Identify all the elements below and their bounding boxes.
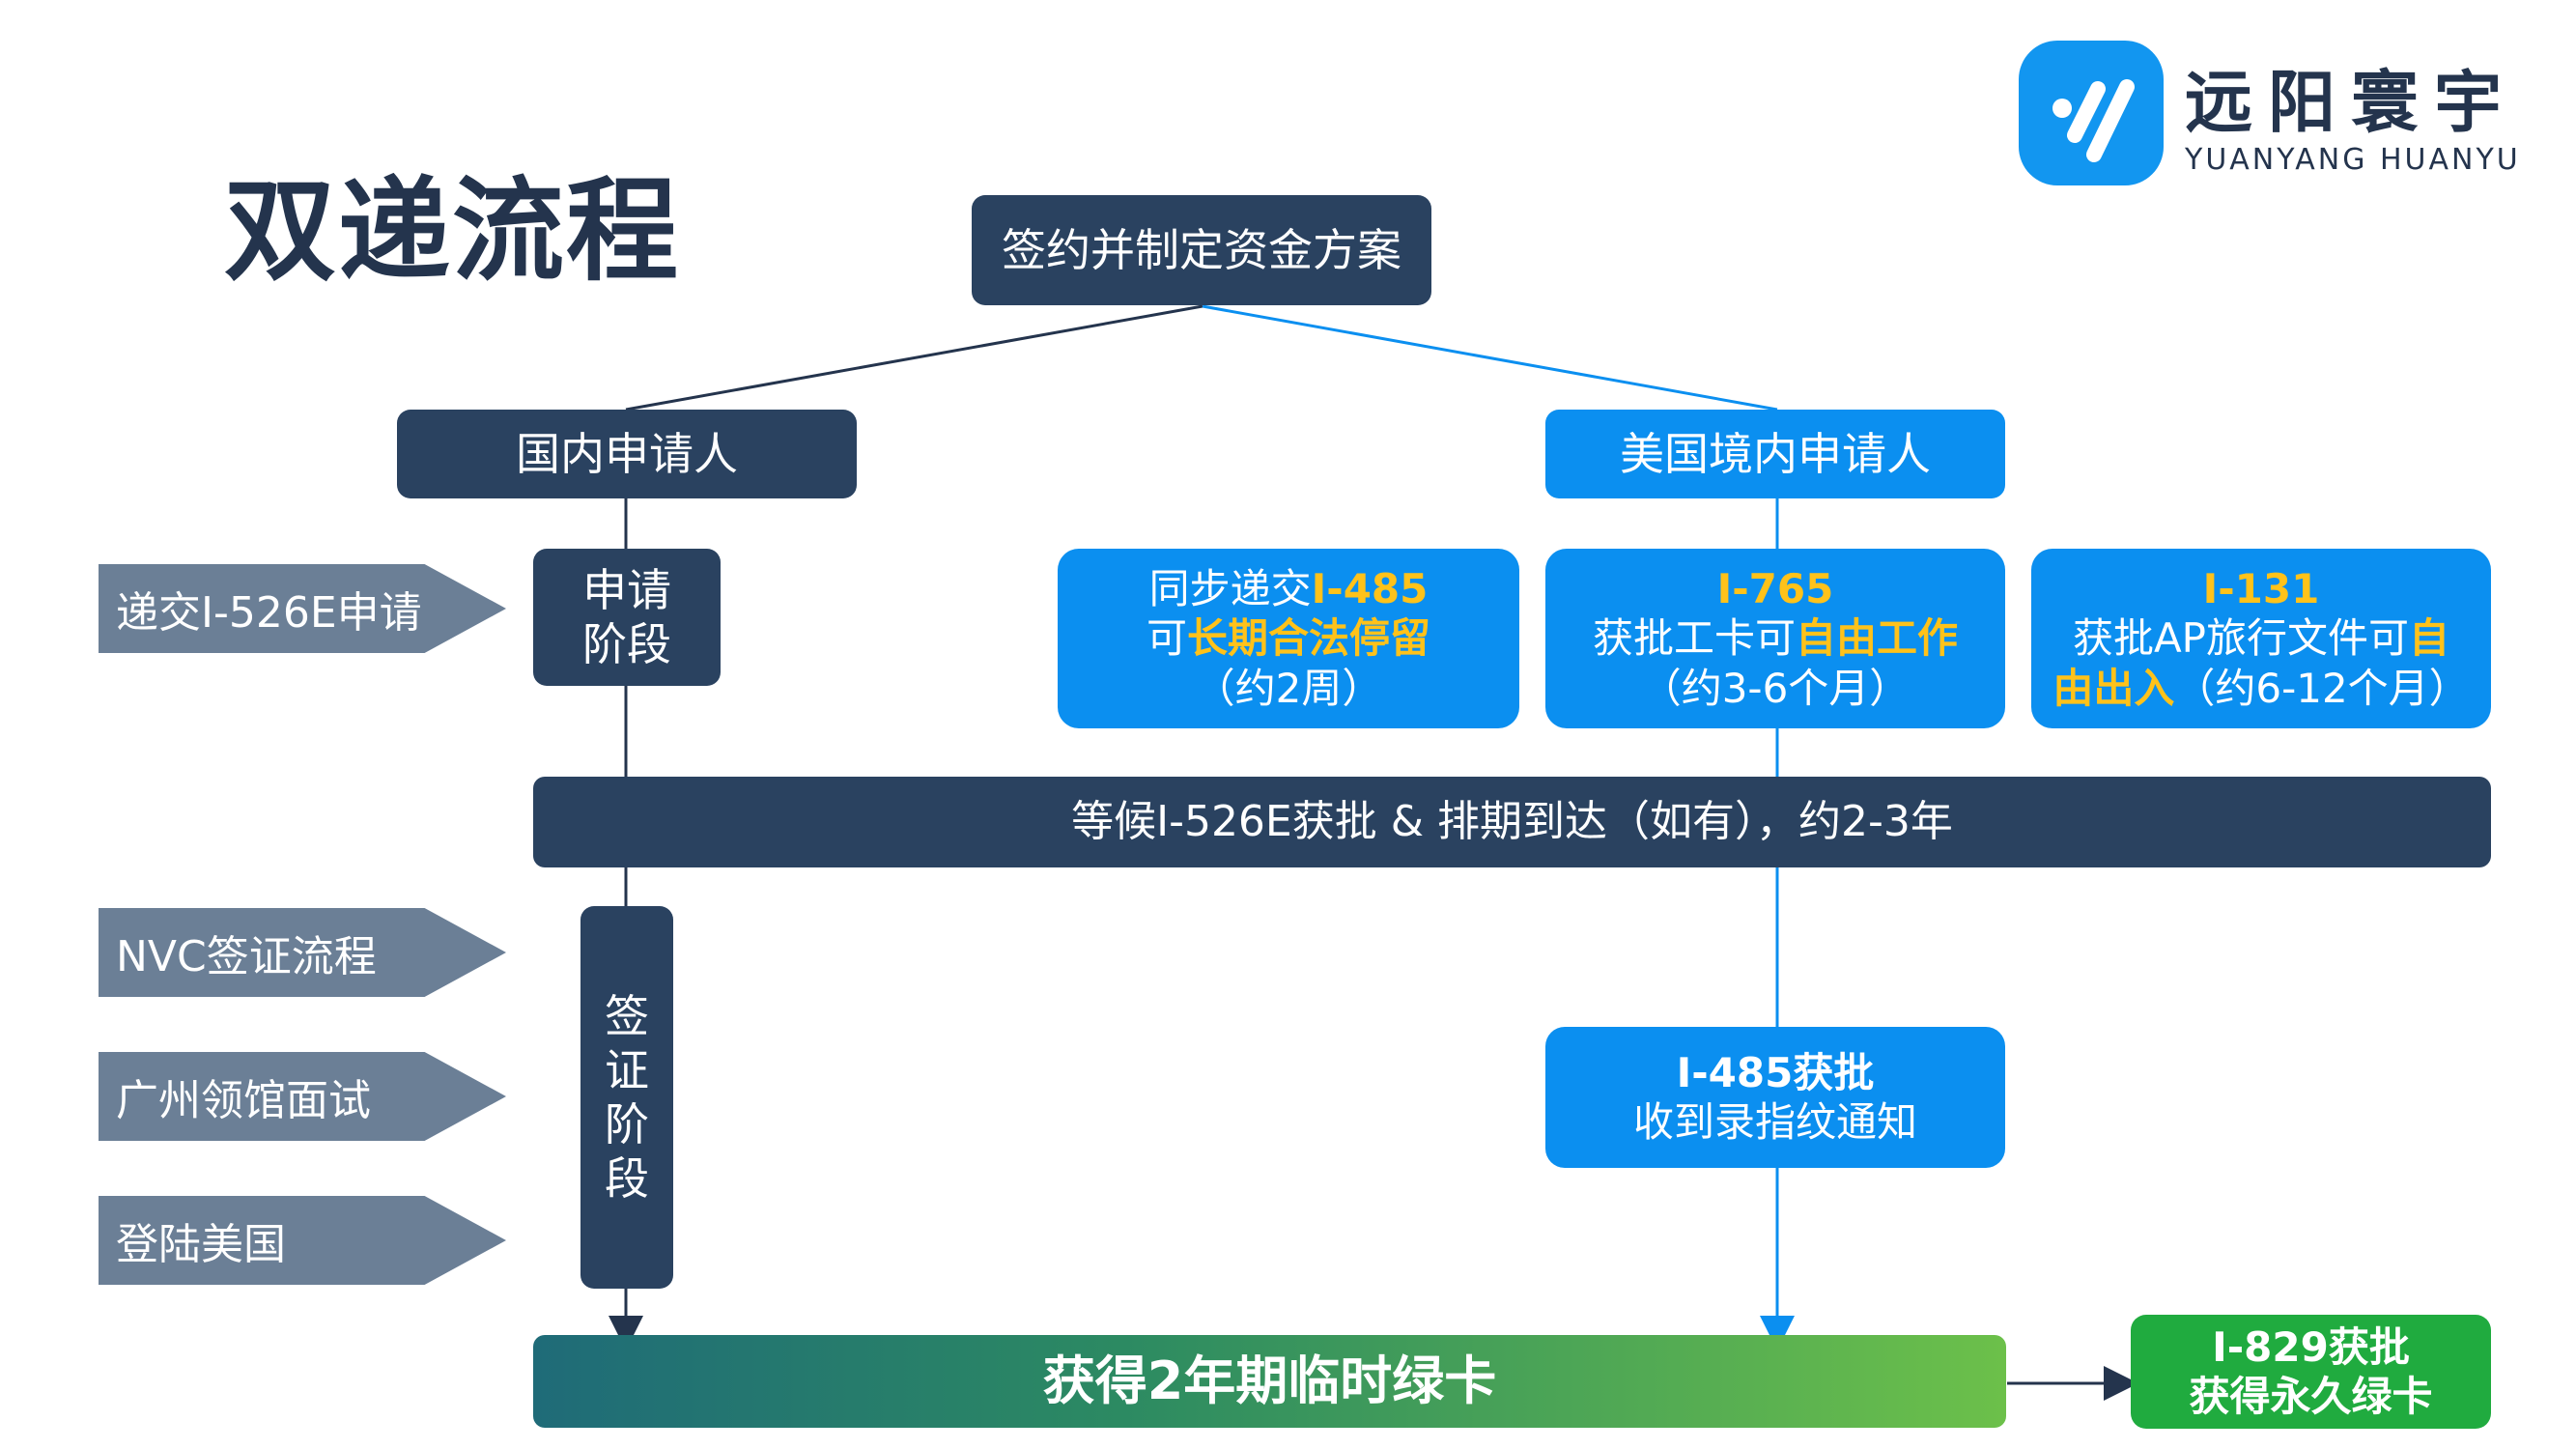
i131-code: I-131 [2202, 565, 2320, 613]
apply-stage-line1: 申请 [582, 563, 671, 616]
brand-slash-icon [2019, 41, 2164, 185]
side-label-interview: 广州领馆面试 [99, 1052, 506, 1141]
i131-duration: （约6-12个月） [2174, 664, 2470, 712]
node-i829: I-829获批 获得永久绿卡 [2131, 1315, 2491, 1429]
side-label-land-us: 登陆美国 [99, 1196, 506, 1285]
line-start-domestic [625, 304, 1203, 412]
brand-name: 远阳寰宇 [2185, 63, 2517, 142]
node-in-us-applicant: 美国境内申请人 [1545, 410, 2005, 498]
node-temp-green-card: 获得2年期临时绿卡 [533, 1335, 2006, 1428]
node-visa-stage: 签 证 阶 段 [580, 906, 673, 1289]
node-waiting-bar: 等候I-526E获批 & 排期到达（如有），约2-3年 [533, 777, 2491, 867]
i765-duration: （约3-6个月） [1640, 664, 1911, 712]
i485-code: I-485 [1311, 565, 1429, 613]
i485-approved-title: I-485获批 [1676, 1048, 1875, 1096]
node-i485-approved: I-485获批 收到录指纹通知 [1545, 1027, 2005, 1168]
line-start-inus [1202, 304, 1778, 412]
node-start: 签约并制定资金方案 [972, 195, 1431, 305]
node-domestic-applicant: 国内申请人 [397, 410, 857, 498]
i829-title: I-829获批 [2212, 1322, 2410, 1371]
node-apply-stage: 申请 阶段 [533, 549, 721, 686]
node-i485-filing: 同步递交I-485 可长期合法停留 （约2周） [1058, 549, 1519, 728]
i485-approved-sub: 收到录指纹通知 [1632, 1098, 1917, 1146]
i485-duration: （约2周） [1194, 664, 1383, 712]
apply-stage-line2: 阶段 [582, 618, 671, 670]
i829-sub: 获得永久绿卡 [2189, 1373, 2433, 1420]
page-title: 双递流程 [224, 166, 680, 297]
node-i131: I-131 获批AP旅行文件可自 由出入（约6-12个月） [2031, 549, 2491, 728]
brand-subtitle: YUANYANG HUANYU [2185, 143, 2521, 177]
side-label-file-i526e: 递交I-526E申请 [99, 564, 506, 653]
node-i765: I-765 获批工卡可自由工作 （约3-6个月） [1545, 549, 2005, 728]
side-label-nvc: NVC签证流程 [99, 908, 506, 997]
i765-code: I-765 [1716, 565, 1834, 613]
